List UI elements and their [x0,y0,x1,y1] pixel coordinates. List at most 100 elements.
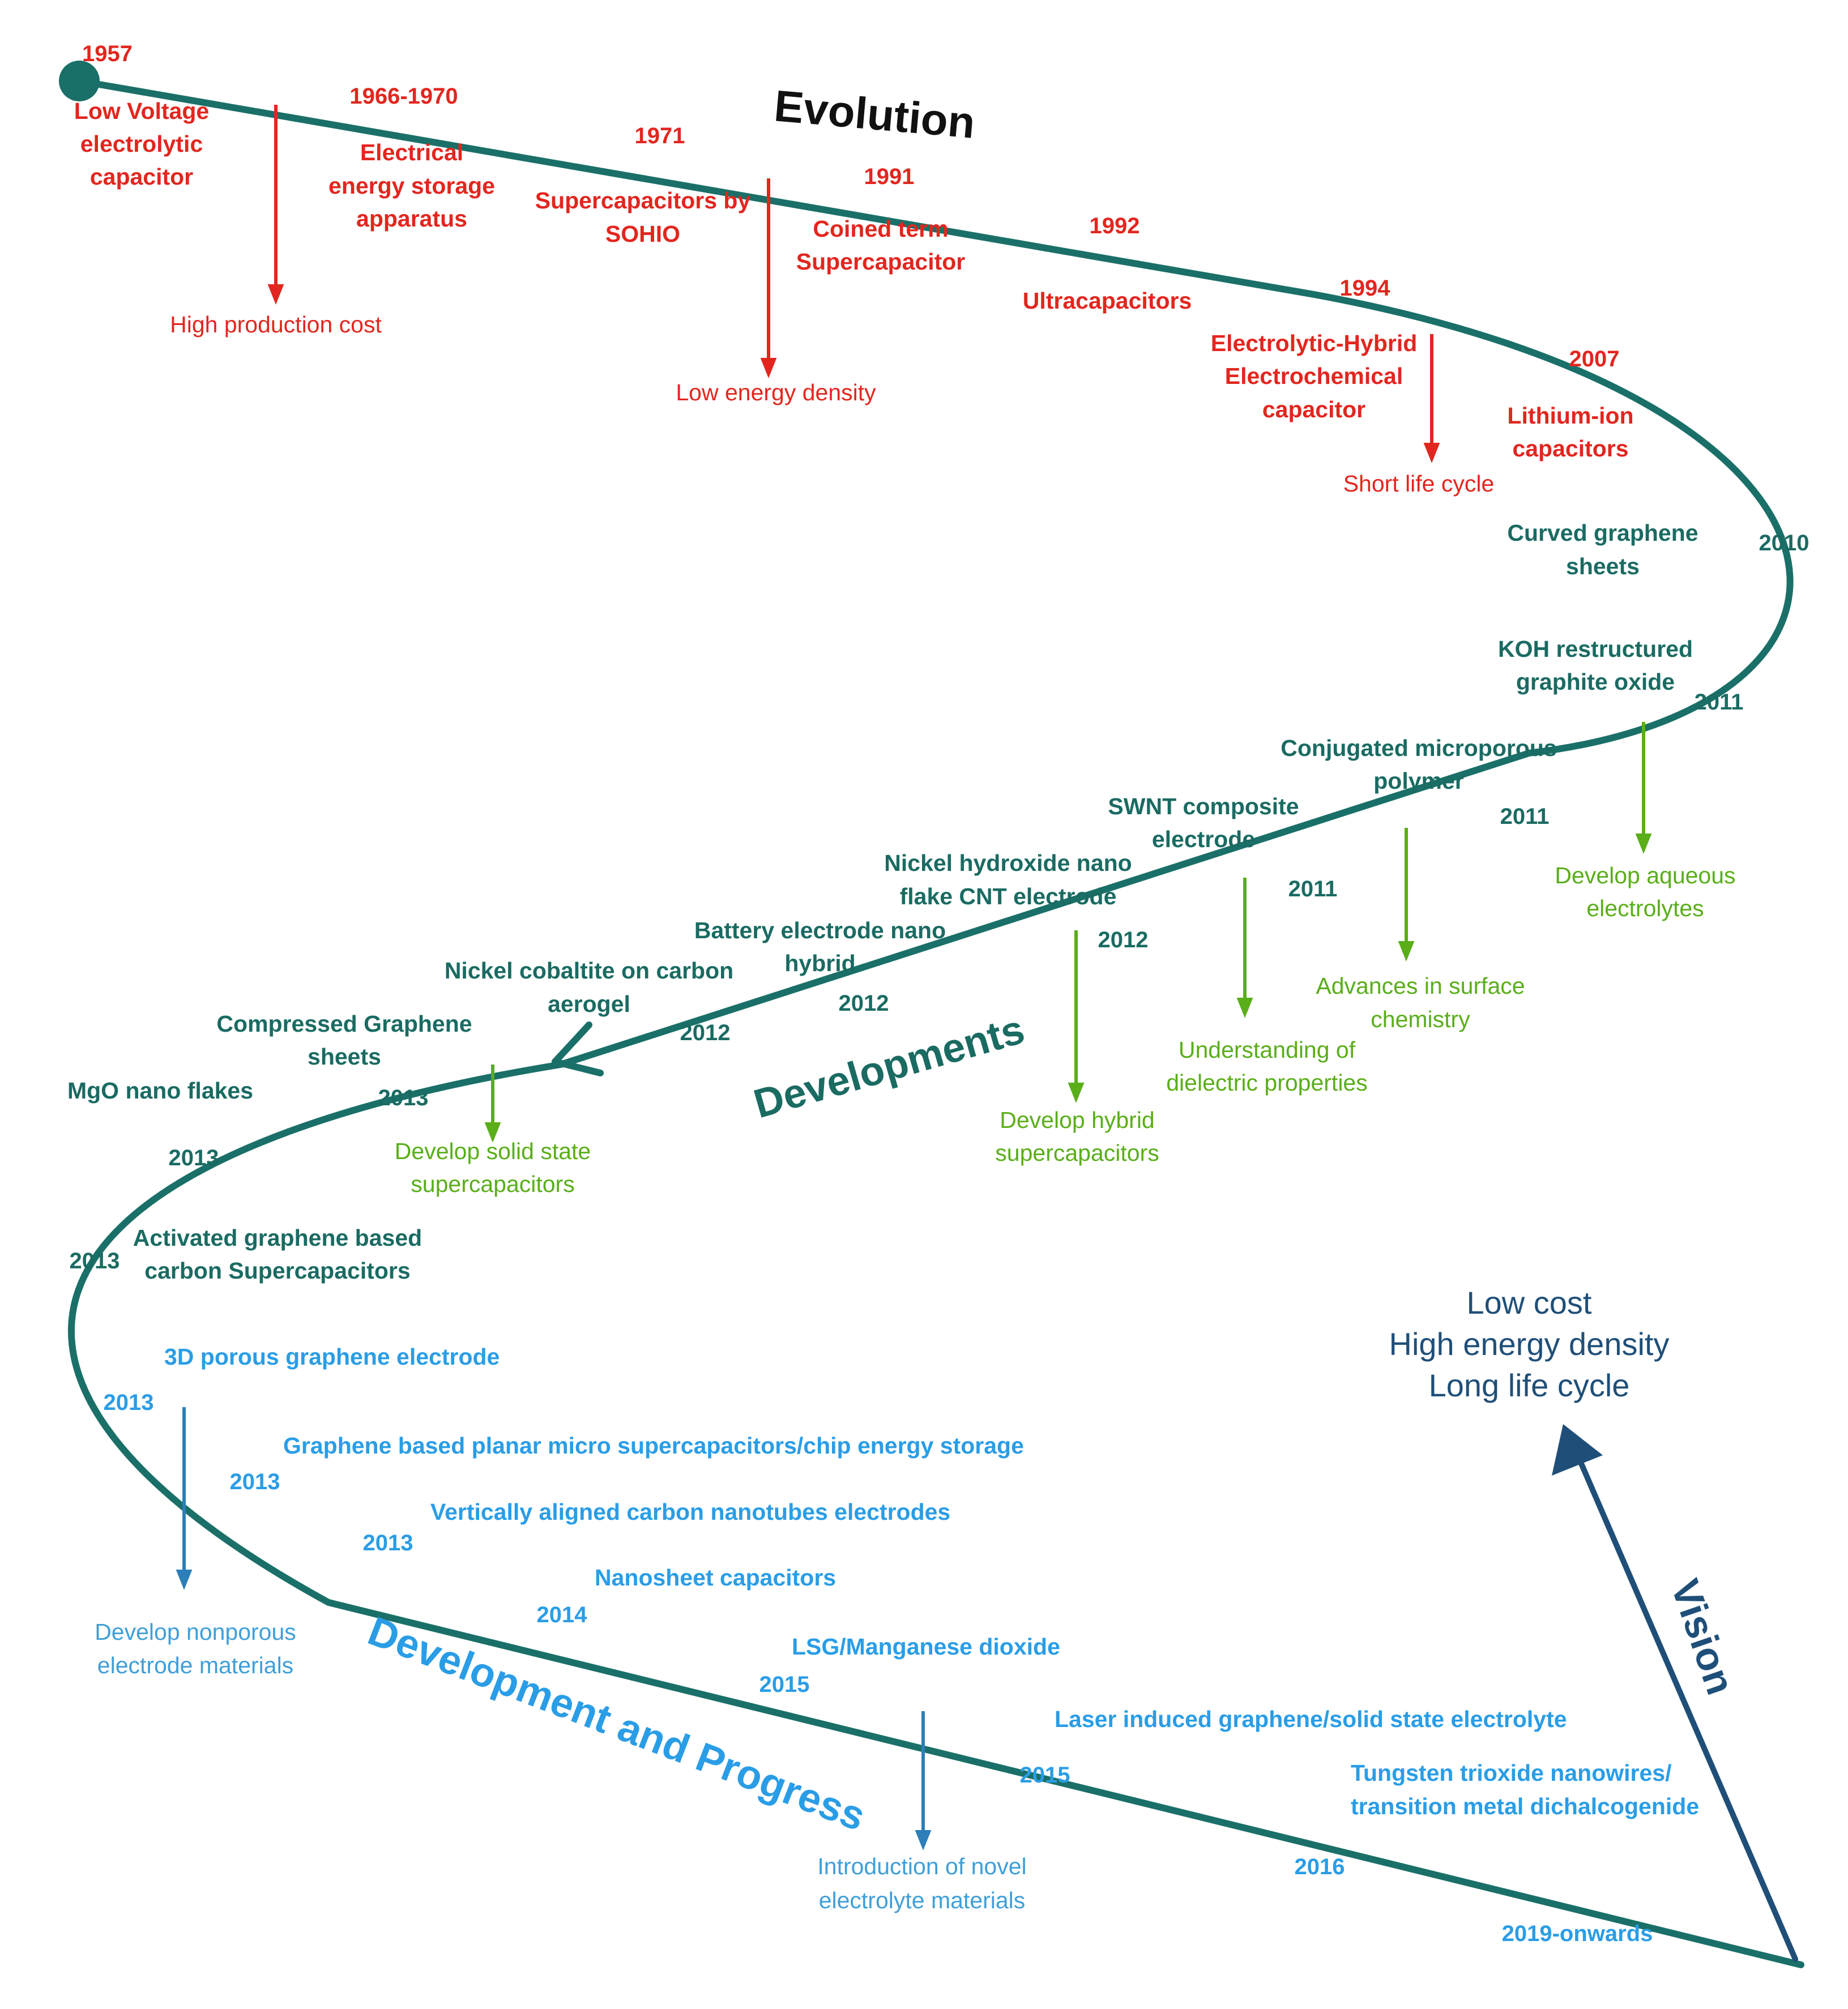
svg-text:2012: 2012 [1098,927,1149,952]
vision-goals: Low cost High energy density Long life c… [1389,1285,1670,1403]
impact-dielectric-properties: Understanding of dielectric properties [1166,1037,1368,1096]
svg-text:Laser induced graphene/solid s: Laser induced graphene/solid state elect… [1055,1706,1567,1732]
svg-text:capacitors: capacitors [1512,435,1628,461]
svg-text:SWNT composite: SWNT composite [1108,793,1299,819]
milestone-1992: 1992 Ultracapacitors [1023,213,1192,314]
svg-text:Compressed Graphene: Compressed Graphene [216,1011,472,1037]
milestone-2011-koh: KOH restructured graphite oxide 2011 [1498,636,1743,715]
milestone-2019-onwards: 2019-onwards [1502,1921,1653,1946]
svg-text:Nickel hydroxide nano: Nickel hydroxide nano [884,850,1132,876]
svg-text:Long life cycle: Long life cycle [1429,1367,1630,1403]
svg-text:2012: 2012 [680,1020,731,1045]
milestone-2007: 2007 Lithium-ion capacitors [1507,347,1633,461]
milestone-2016-tungsten: Tungsten trioxide nanowires/ transition … [1295,1760,1700,1879]
svg-text:sheets: sheets [308,1044,381,1070]
svg-text:High energy density: High energy density [1389,1326,1670,1362]
milestone-2011-swnt: SWNT composite electrode 2011 [1108,793,1337,901]
issue-low-energy-density: Low energy density [676,379,876,405]
svg-text:2012: 2012 [839,991,889,1016]
svg-text:Electrochemical: Electrochemical [1225,363,1403,389]
issue-short-life-cycle: Short life cycle [1343,471,1495,497]
svg-text:Curved graphene: Curved graphene [1507,520,1698,546]
milestone-2012-nickel-hydroxide: Nickel hydroxide nano flake CNT electrod… [884,850,1148,952]
developments-title: Developments [749,1007,1029,1127]
milestone-2013-activated-graphene: Activated graphene based carbon Supercap… [70,1225,422,1284]
svg-text:carbon Supercapacitors: carbon Supercapacitors [144,1258,410,1284]
milestone-1966-1970: 1966-1970 Electrical energy storage appa… [328,84,495,232]
svg-text:SOHIO: SOHIO [605,221,680,247]
svg-text:3D porous graphene electrode: 3D porous graphene electrode [164,1344,500,1370]
milestone-2012-nickel-cobaltite: Nickel cobaltite on carbon aerogel 2012 [445,958,733,1045]
svg-text:electrolytes: electrolytes [1586,895,1704,921]
milestone-2014-nanosheet: Nanosheet capacitors 2014 [537,1565,836,1627]
milestone-1991: 1991 Coined term Supercapacitor [796,164,966,275]
svg-text:2011: 2011 [1288,877,1338,901]
milestone-2013-mgo: MgO nano flakes 2013 [67,1078,253,1170]
svg-text:Tungsten trioxide nanowires/: Tungsten trioxide nanowires/ [1351,1760,1671,1786]
svg-text:2013: 2013 [70,1249,120,1273]
vision-arrow-head [1552,1424,1603,1476]
svg-text:Develop hybrid: Develop hybrid [1000,1107,1155,1133]
svg-text:graphite oxide: graphite oxide [1516,669,1675,695]
svg-text:electrode: electrode [1152,826,1255,852]
impact-nonporous-electrodes: Develop nonporous electrode materials [95,1619,296,1678]
svg-text:Understanding of: Understanding of [1179,1037,1356,1063]
milestone-1994: 1994 Electrolytic-Hybrid Electrochemical… [1211,276,1418,422]
milestone-2010: Curved graphene sheets 2010 [1507,520,1809,579]
svg-text:2015: 2015 [1020,1763,1070,1788]
impact-novel-electrolytes: Introduction of novel electrolyte materi… [817,1853,1026,1913]
svg-text:capacitor: capacitor [1262,396,1365,422]
svg-text:LSG/Manganese dioxide: LSG/Manganese dioxide [792,1634,1060,1660]
svg-text:sheets: sheets [1566,553,1640,579]
svg-text:Introduction of novel: Introduction of novel [817,1853,1026,1879]
svg-text:2013: 2013 [363,1531,413,1555]
svg-text:Conjugated microporous: Conjugated microporous [1281,735,1556,761]
svg-text:supercapacitors: supercapacitors [995,1140,1159,1166]
svg-text:electrolytic: electrolytic [80,131,203,157]
svg-text:energy storage: energy storage [328,173,495,199]
svg-text:Nickel cobaltite on carbon: Nickel cobaltite on carbon [445,958,733,984]
evolution-title: Evolution [773,80,978,148]
svg-text:Coined term: Coined term [813,216,948,242]
timeline-start-dot [59,61,100,101]
svg-text:apparatus: apparatus [356,206,467,232]
svg-text:dielectric properties: dielectric properties [1166,1070,1368,1096]
svg-text:MgO nano flakes: MgO nano flakes [67,1078,253,1104]
svg-text:2013: 2013 [378,1085,429,1110]
svg-text:Electrical: Electrical [360,139,463,165]
svg-text:Develop solid state: Develop solid state [395,1138,591,1164]
svg-text:Graphene based planar micro su: Graphene based planar micro supercapacit… [283,1433,1024,1459]
svg-text:flake CNT electrode: flake CNT electrode [900,883,1117,909]
svg-text:Electrolytic-Hybrid: Electrolytic-Hybrid [1211,330,1418,356]
svg-text:Low cost: Low cost [1467,1285,1592,1320]
svg-text:Battery electrode nano: Battery electrode nano [694,917,946,943]
impact-hybrid-supercapacitors: Develop hybrid supercapacitors [995,1107,1159,1166]
svg-text:aerogel: aerogel [548,991,630,1017]
svg-text:1957: 1957 [82,41,133,66]
impact-solid-state-supercapacitors: Develop solid state supercapacitors [395,1138,591,1197]
svg-text:1994: 1994 [1340,276,1391,301]
svg-text:chemistry: chemistry [1371,1006,1470,1032]
svg-text:supercapacitors: supercapacitors [411,1171,574,1197]
svg-text:1992: 1992 [1090,213,1140,238]
milestone-2013-3d-porous: 3D porous graphene electrode 2013 [104,1344,500,1415]
vision-arrow-shaft [1577,1458,1798,1962]
svg-text:capacitor: capacitor [90,164,193,190]
milestone-2015-lsg: LSG/Manganese dioxide 2015 [759,1634,1060,1697]
svg-text:electrode materials: electrode materials [97,1652,293,1678]
svg-text:1971: 1971 [635,123,685,148]
svg-text:Vertically aligned carbon nano: Vertically aligned carbon nanotubes elec… [430,1499,950,1525]
svg-text:1966-1970: 1966-1970 [349,84,458,109]
svg-text:1991: 1991 [864,164,915,189]
svg-text:2016: 2016 [1295,1854,1345,1879]
milestone-1957: 1957 Low Voltage electrolytic capacitor [74,41,209,190]
milestone-2013-planar-micro: Graphene based planar micro supercapacit… [230,1433,1024,1494]
svg-text:Supercapacitor: Supercapacitor [796,249,966,275]
milestone-1971: 1971 Supercapacitors by SOHIO [535,123,751,247]
milestone-2011-polymer: Conjugated microporous polymer 2011 [1281,735,1556,829]
svg-text:Lithium-ion: Lithium-ion [1507,403,1633,429]
svg-text:polymer: polymer [1373,768,1464,794]
timeline-direction-chevron [552,1021,604,1076]
milestone-2015-laser-graphene: Laser induced graphene/solid state elect… [1020,1706,1567,1788]
